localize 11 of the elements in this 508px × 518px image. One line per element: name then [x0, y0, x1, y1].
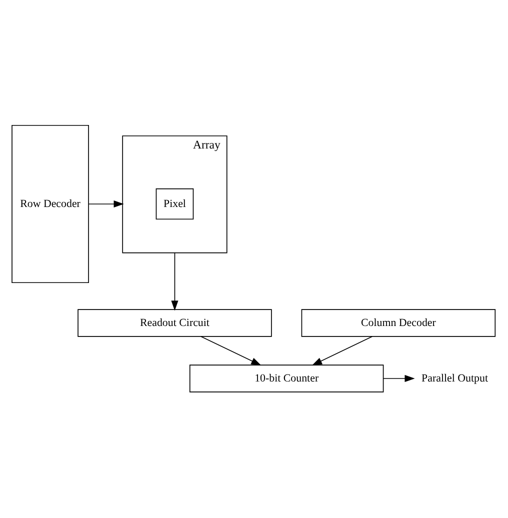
arrow: [312, 336, 373, 365]
arrow: [383, 374, 415, 382]
node-box: 10-bit Counter: [189, 364, 384, 392]
node-box: Row Decoder: [12, 124, 89, 283]
node-box: Pixel: [156, 188, 194, 220]
node-box: Column Decoder: [301, 308, 496, 336]
arrow: [88, 200, 124, 208]
node-text: Parallel Output: [422, 372, 488, 384]
arrow: [171, 252, 178, 310]
node-box: Readout Circuit: [78, 308, 272, 336]
arrow: [200, 336, 262, 365]
